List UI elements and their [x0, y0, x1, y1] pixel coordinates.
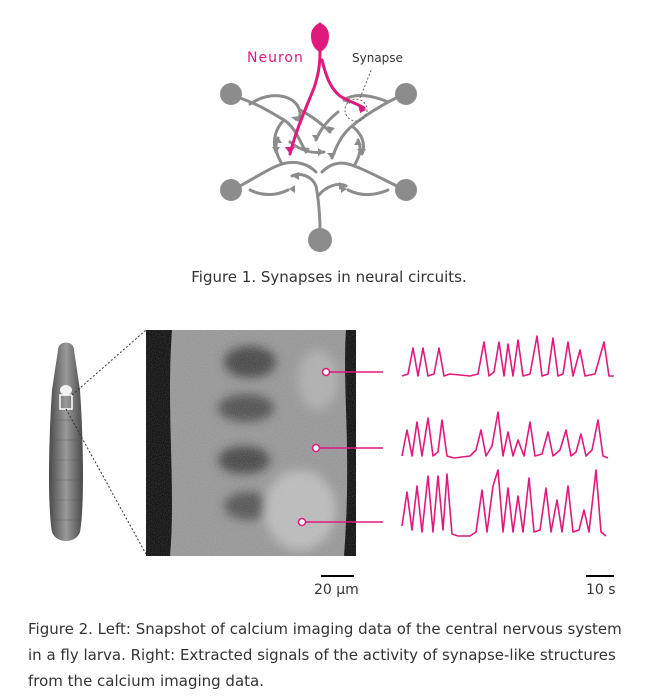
gray-soma-bottom — [308, 228, 332, 252]
gray-soma-bottom-right — [395, 179, 417, 201]
roi-marker-3 — [299, 519, 306, 526]
fly-larva-illustration — [49, 343, 83, 542]
figure2-caption-line-1: Figure 2. Left: Snapshot of calcium imag… — [28, 616, 648, 642]
figure2-caption-line-3: from the calcium imaging data. — [28, 668, 648, 694]
gray-neurites — [240, 96, 397, 230]
activity-trace-2 — [402, 412, 608, 458]
roi-marker-2 — [313, 445, 320, 452]
roi-marker-1 — [323, 369, 330, 376]
magenta-neuron — [285, 22, 366, 154]
activity-trace-3 — [402, 470, 606, 536]
figure1-caption: Figure 1. Synapses in neural circuits. — [0, 264, 658, 290]
magenta-soma — [311, 22, 329, 52]
neuron-label: Neuron — [247, 50, 304, 66]
activity-traces — [402, 336, 614, 536]
activity-trace-1 — [402, 336, 614, 376]
gray-terminals — [272, 96, 366, 193]
larva-brain — [60, 385, 72, 395]
synapse-label: Synapse — [352, 51, 403, 65]
synapse-leader-line — [360, 68, 372, 98]
gray-soma-top-left — [220, 83, 242, 105]
calcium-imaging-figure — [0, 310, 658, 610]
figure2-caption: Figure 2. Left: Snapshot of calcium imag… — [28, 616, 648, 694]
magenta-terminal-lower — [285, 147, 295, 154]
time-scale-label: 10 s — [586, 582, 616, 598]
micron-scale-label: 20 μm — [314, 582, 359, 598]
figure2-caption-line-2: in a fly larva. Right: Extracted signals… — [28, 642, 648, 668]
gray-soma-top-right — [395, 83, 417, 105]
zoom-line-top — [72, 330, 146, 395]
neural-circuit-diagram: Neuron Synapse — [0, 0, 658, 300]
gray-soma-bottom-left — [220, 179, 242, 201]
